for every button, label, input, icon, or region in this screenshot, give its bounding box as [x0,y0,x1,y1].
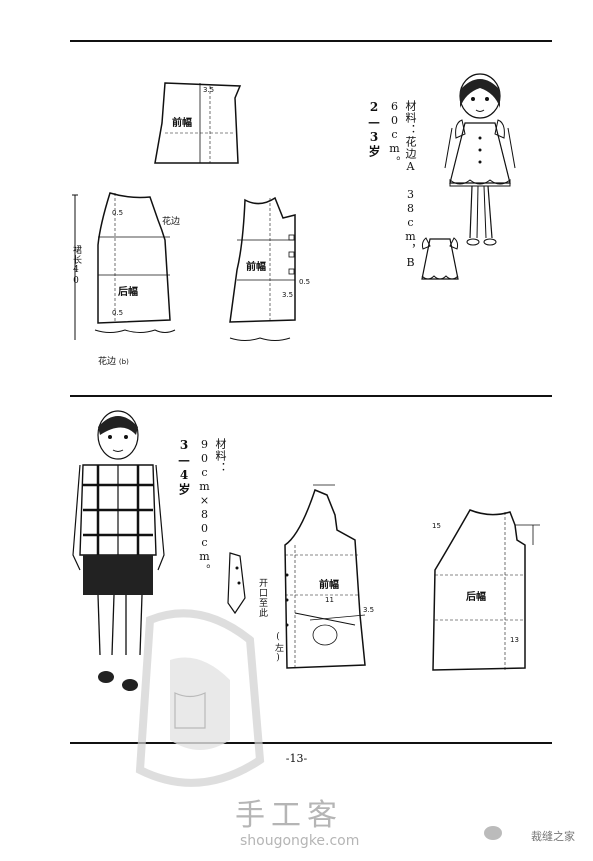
seal-watermark [135,609,265,787]
top-front-pattern [229,196,296,341]
bottom-materials: 材料：90cm×80cm。 [198,438,227,576]
measure-label: 3.5 [203,86,215,94]
top-lace-label: 花边 [162,217,181,227]
page-number: -13- [285,752,308,765]
top-skirt-length: 裙长40 [71,245,81,287]
top-front-label: 前幅 [246,262,266,273]
top-front-panel-label: 前幅 [172,118,192,129]
brand-label: 裁缝之家 [531,830,575,843]
measure-label: 3.5 [282,291,294,299]
measure-label: 0.5 [112,309,124,317]
top-back-label: 后幅 [118,287,138,298]
measure-label: 0.5 [299,278,311,286]
boy-illustration [72,410,165,691]
top-back-pattern [72,192,176,340]
middle-rule [70,395,552,397]
site-watermark-url: shougongke.com [240,833,360,849]
top-age: 2—3岁 [367,100,381,158]
girl-illustration [444,73,516,246]
top-rule [70,40,552,42]
bottom-rule [70,742,552,744]
top-front-panel-pattern [154,82,242,164]
bottom-opening-note: 开口至此 [257,578,267,618]
bottom-back-pattern [432,509,540,671]
bottom-back-label: 后幅 [466,592,486,603]
measure-label: 0.5 [112,209,124,217]
site-watermark-cn: 手工客 [235,798,343,833]
wechat-icon [484,826,502,840]
top-lace-bottom-label: 花边 (b) [98,357,129,367]
bottom-left-note: (左) [273,632,283,664]
measure-label: 11 [325,596,334,604]
measure-label: 15 [432,522,441,530]
measure-label: 3.5 [363,606,375,614]
bottom-front-label: 前幅 [319,580,339,591]
top-materials: 材料：花边A 38cm，B 60cm。 [388,100,417,270]
measure-label: 13 [510,636,519,644]
bottom-front-pattern [284,484,366,669]
small-dress-illustration [421,237,459,280]
collar-strip-pattern [227,552,246,615]
bottom-age: 3—4岁 [177,438,191,496]
